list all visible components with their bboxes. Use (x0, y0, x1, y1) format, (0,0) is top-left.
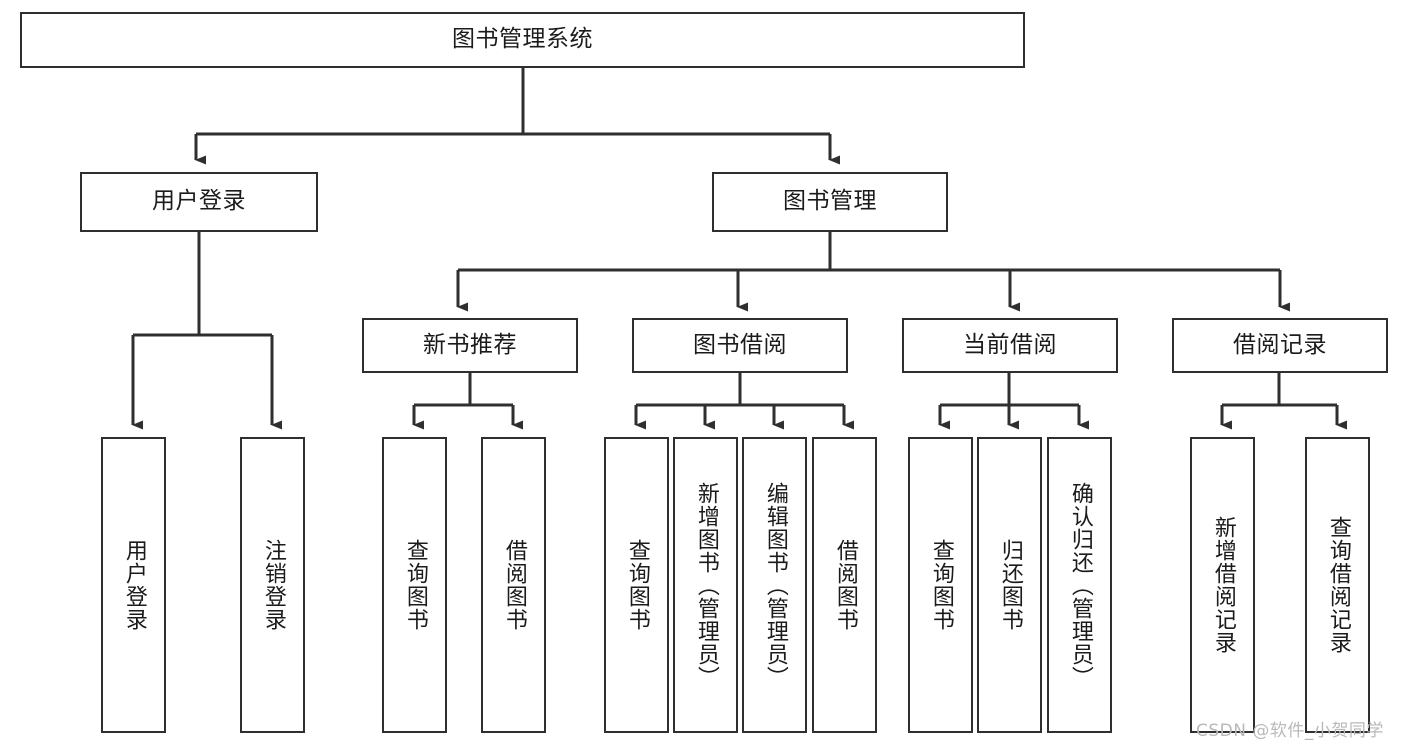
node-label: 用户登录 (121, 539, 147, 631)
node-label: 图书借阅 (693, 331, 787, 358)
node-leaf-newbook-borrow-book[interactable]: 借阅图书 (481, 437, 546, 733)
node-leaf-record-query-record[interactable]: 查询借阅记录 (1305, 437, 1370, 733)
node-label: 查询借阅记录 (1325, 516, 1351, 654)
node-borrow-record[interactable]: 借阅记录 (1172, 318, 1388, 373)
node-leaf-borrow-edit-book-admin[interactable]: 编辑图书（管理员） (742, 437, 807, 733)
node-leaf-record-add-record[interactable]: 新增借阅记录 (1190, 437, 1255, 733)
node-book-management[interactable]: 图书管理 (712, 172, 948, 232)
node-leaf-current-return-book[interactable]: 归还图书 (977, 437, 1042, 733)
node-label: 图书管理系统 (452, 26, 593, 53)
node-label: 编辑图书（管理员） (762, 481, 788, 689)
node-leaf-borrow-add-book-admin[interactable]: 新增图书（管理员） (673, 437, 738, 733)
node-label: 借阅图书 (501, 539, 527, 631)
node-label: 确认归还（管理员） (1067, 481, 1093, 689)
node-label: 借阅图书 (832, 539, 858, 631)
node-label: 查询图书 (402, 539, 428, 631)
node-label: 图书管理 (783, 188, 877, 215)
node-leaf-user-login[interactable]: 用户登录 (101, 437, 166, 733)
node-leaf-newbook-query-book[interactable]: 查询图书 (382, 437, 447, 733)
node-leaf-current-query-book[interactable]: 查询图书 (908, 437, 973, 733)
node-new-book-recommend[interactable]: 新书推荐 (362, 318, 578, 373)
node-label: 查询图书 (624, 539, 650, 631)
node-label: 新增图书（管理员） (693, 481, 719, 689)
node-user-login[interactable]: 用户登录 (80, 172, 318, 232)
node-label: 注销登录 (260, 539, 286, 631)
node-label: 归还图书 (997, 539, 1023, 631)
node-label: 新书推荐 (423, 331, 517, 358)
node-label: 借阅记录 (1233, 331, 1327, 358)
node-label: 当前借阅 (963, 331, 1057, 358)
node-label: 新增借阅记录 (1210, 516, 1236, 654)
node-label: 用户登录 (152, 188, 246, 215)
csdn-watermark: CSDN @软件_小贺同学 (1196, 721, 1384, 741)
node-leaf-borrow-borrow-book[interactable]: 借阅图书 (812, 437, 877, 733)
node-leaf-borrow-query-book[interactable]: 查询图书 (604, 437, 669, 733)
node-label: 查询图书 (928, 539, 954, 631)
node-leaf-logout[interactable]: 注销登录 (240, 437, 305, 733)
node-leaf-current-confirm-return-admin[interactable]: 确认归还（管理员） (1047, 437, 1112, 733)
node-root-book-management-system[interactable]: 图书管理系统 (20, 12, 1025, 68)
node-book-borrow[interactable]: 图书借阅 (632, 318, 848, 373)
node-current-borrow[interactable]: 当前借阅 (902, 318, 1118, 373)
